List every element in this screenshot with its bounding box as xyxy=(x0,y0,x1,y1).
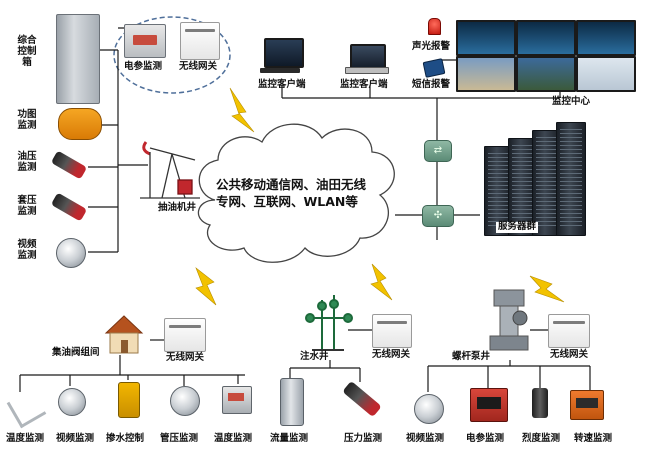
dynamometer-label: 功图监测 xyxy=(17,109,37,131)
video-monitor-label: 视频监测 xyxy=(17,239,37,261)
bottom-right-item-2: 电参监测 xyxy=(466,433,505,444)
lightning-icon xyxy=(229,87,255,133)
camera-icon xyxy=(58,388,86,416)
pipe-pressure-gauge-image xyxy=(170,386,200,416)
control-cabinet-image xyxy=(56,14,100,104)
wellhead-dashed-ellipse xyxy=(113,16,231,94)
bottom-left-item-5: 温度监测 xyxy=(214,433,253,444)
network-switch-lower: ✣ xyxy=(422,205,454,227)
wireless-gateway-label: 无线网关 xyxy=(179,61,218,72)
power-meter-image xyxy=(470,388,508,422)
injection-well-label: 注水井 xyxy=(300,351,329,362)
power-meter-image xyxy=(124,24,166,58)
control-cabinet-label: 综合控制箱 xyxy=(17,35,37,68)
keyboard-image xyxy=(260,68,300,73)
screw-pump-icon xyxy=(489,289,529,351)
lightning-icon xyxy=(529,275,565,303)
house-icon xyxy=(104,315,144,354)
injection-wellhead-icon xyxy=(305,295,353,351)
cloud-network-label: 公共移动通信网、油田无线专网、互联网、WLAN等 xyxy=(216,177,367,209)
bottom-middle-item-2: 压力监测 xyxy=(344,433,383,444)
wireless-gateway-image xyxy=(180,22,220,60)
casing-pressure-label: 套压监测 xyxy=(17,195,37,217)
monitor-center-label: 监控中心 xyxy=(552,96,591,107)
flowmeter-image xyxy=(280,378,304,426)
bottom-left-item-3: 掺水控制 xyxy=(106,433,145,444)
camera-icon xyxy=(56,238,86,268)
power-monitor-label: 电参监测 xyxy=(124,61,163,72)
oil-pressure-label: 油压监测 xyxy=(17,151,37,173)
cloud-shape xyxy=(197,123,395,263)
bottom-right-item-4: 转速监测 xyxy=(574,433,613,444)
manifold-room-label: 集油阀组间 xyxy=(52,347,100,358)
bottom-left-item-2: 视频监测 xyxy=(56,433,95,444)
monitor-client-label-1: 监控客户端 xyxy=(258,79,306,90)
server-icon xyxy=(484,146,512,236)
bottom-right-item-3: 烈度监测 xyxy=(522,433,561,444)
server-cluster-label: 服务器群 xyxy=(496,221,539,233)
vibration-sensor-image xyxy=(532,388,548,418)
speed-sensor-image xyxy=(570,390,604,420)
alarm-light-icon xyxy=(428,18,441,35)
pumping-unit-icon xyxy=(140,141,200,199)
server-icon xyxy=(532,130,560,236)
wireless-gateway-image xyxy=(548,314,590,348)
lightning-icon xyxy=(195,267,217,306)
screw-pump-well-label: 螺杆泵井 xyxy=(452,351,491,362)
bottom-left-item-1: 温度监测 xyxy=(6,433,45,444)
sms-alarm-label: 短信报警 xyxy=(412,79,451,90)
dynamometer-image xyxy=(58,108,102,140)
laptop-base-image xyxy=(345,67,389,74)
bottom-middle-item-1: 流量监测 xyxy=(270,433,309,444)
camera-icon xyxy=(414,394,444,424)
monitor-client-label-2: 监控客户端 xyxy=(340,79,388,90)
pumping-unit-label: 抽油机井 xyxy=(158,202,197,213)
bottom-right-item-1: 视频监测 xyxy=(406,433,445,444)
gateway-label-bottom-middle: 无线网关 xyxy=(372,349,411,360)
temperature-transmitter-image xyxy=(222,386,252,414)
lightning-icon xyxy=(370,263,393,301)
gateway-label-bottom-right: 无线网关 xyxy=(550,349,589,360)
wireless-gateway-image xyxy=(164,318,206,352)
gateway-label-bottom-left: 无线网关 xyxy=(166,352,205,363)
bottom-left-item-4: 管压监测 xyxy=(160,433,199,444)
wireless-gateway-image xyxy=(372,314,412,348)
network-switch-upper: ⇄ xyxy=(424,140,452,162)
sound-light-alarm-label: 声光报警 xyxy=(412,41,451,52)
server-icon xyxy=(556,122,586,236)
video-wall-image xyxy=(456,20,636,92)
computer-icon xyxy=(264,38,304,68)
water-control-valve-image xyxy=(118,382,140,418)
